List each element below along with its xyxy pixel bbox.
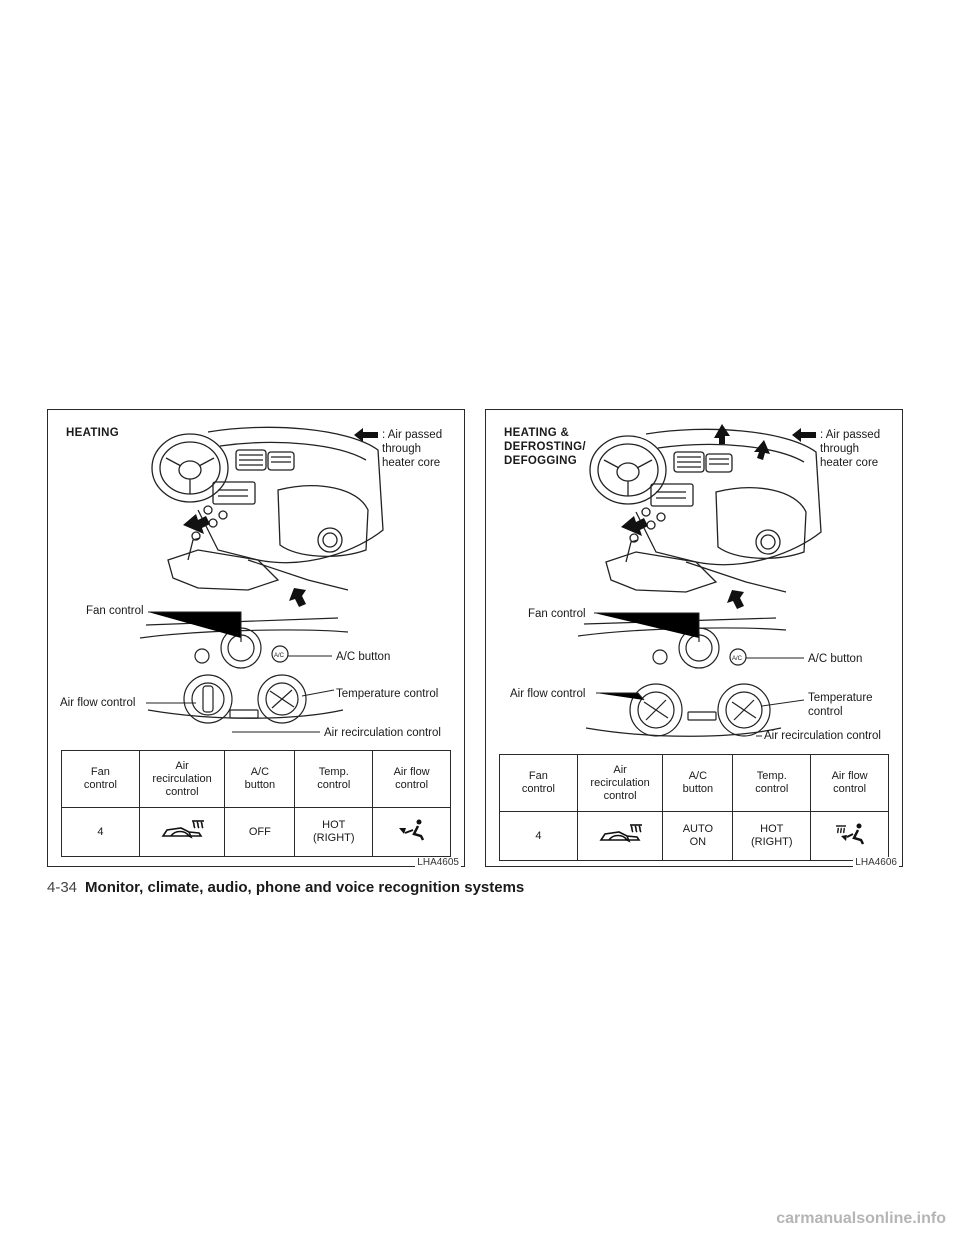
ac-button-label: A/C button <box>336 651 391 663</box>
temperature-control-label: Temperature control <box>808 692 873 718</box>
foot-vent-icon <box>398 819 424 841</box>
air-flow-control-label: Air flow control <box>510 688 586 700</box>
header-air-flow-control: Air flow control <box>372 750 451 808</box>
value-temp-control: HOT (RIGHT) <box>294 807 374 857</box>
header-fan-control: Fan control <box>499 754 578 812</box>
legend-text: : Air passed through heater core <box>382 429 443 469</box>
header-ac-button: A/C button <box>224 750 296 808</box>
header-air-recirculation: Air recirculation control <box>138 750 226 808</box>
page-footer: 4-34 Monitor, climate, audio, phone and v… <box>47 879 524 896</box>
value-air-flow-control <box>810 811 889 861</box>
value-fan-control: 4 <box>61 807 140 857</box>
value-temp-control: HOT (RIGHT) <box>732 811 812 861</box>
header-air-flow-control: Air flow control <box>810 754 889 812</box>
panel-title: HEATING & DEFROSTING/ DEFOGGING <box>504 427 586 467</box>
value-ac-button: OFF <box>224 807 296 857</box>
fan-control-label: Fan control <box>86 605 144 617</box>
settings-table: Fan control Air recirculation control A/… <box>499 754 889 861</box>
figure-code: LHA4605 <box>415 857 461 868</box>
dashboard-illustration: A/C <box>577 424 822 737</box>
section-title: Monitor, climate, audio, phone and voice… <box>85 879 525 896</box>
heater-air-arrow-icon <box>792 428 816 442</box>
recirculation-off-icon <box>161 820 205 839</box>
legend-text: : Air passed through heater core <box>820 429 881 469</box>
header-fan-control: Fan control <box>61 750 140 808</box>
defrost-foot-icon <box>835 823 864 845</box>
heating-defrosting-diagram-panel: HEATING & DEFROSTING/ DEFOGGING : Air pa… <box>485 409 903 868</box>
page-number: 4-34 <box>47 879 78 896</box>
value-air-flow-control <box>372 807 451 857</box>
value-fan-control: 4 <box>499 811 578 861</box>
air-flow-control-label: Air flow control <box>60 697 136 709</box>
header-temp-control: Temp. control <box>294 750 374 808</box>
value-ac-button: AUTO ON <box>662 811 734 861</box>
panel-title: HEATING <box>66 427 119 439</box>
value-air-recirculation <box>138 807 226 857</box>
value-air-recirculation <box>576 811 664 861</box>
heating-diagram-panel: HEATING : Air passed through heater core <box>47 409 465 868</box>
svg-text:A/C: A/C <box>274 653 285 659</box>
air-recirculation-control-label: Air recirculation control <box>324 727 441 739</box>
dashboard-illustration: A/C <box>139 426 384 733</box>
header-temp-control: Temp. control <box>732 754 812 812</box>
temperature-control-label: Temperature control <box>336 688 439 700</box>
figure-code: LHA4606 <box>853 857 899 868</box>
ac-button-label: A/C button <box>808 653 863 665</box>
svg-text:A/C: A/C <box>732 656 743 662</box>
header-air-recirculation: Air recirculation control <box>576 754 664 812</box>
fan-control-label: Fan control <box>528 608 586 620</box>
watermark: carmanualsonline.info <box>776 1210 946 1227</box>
heater-air-arrow-icon <box>354 428 378 442</box>
header-ac-button: A/C button <box>662 754 734 812</box>
air-recirculation-control-label: Air recirculation control <box>764 730 881 742</box>
recirculation-off-icon <box>599 824 643 843</box>
settings-table: Fan control Air recirculation control A/… <box>61 750 451 857</box>
